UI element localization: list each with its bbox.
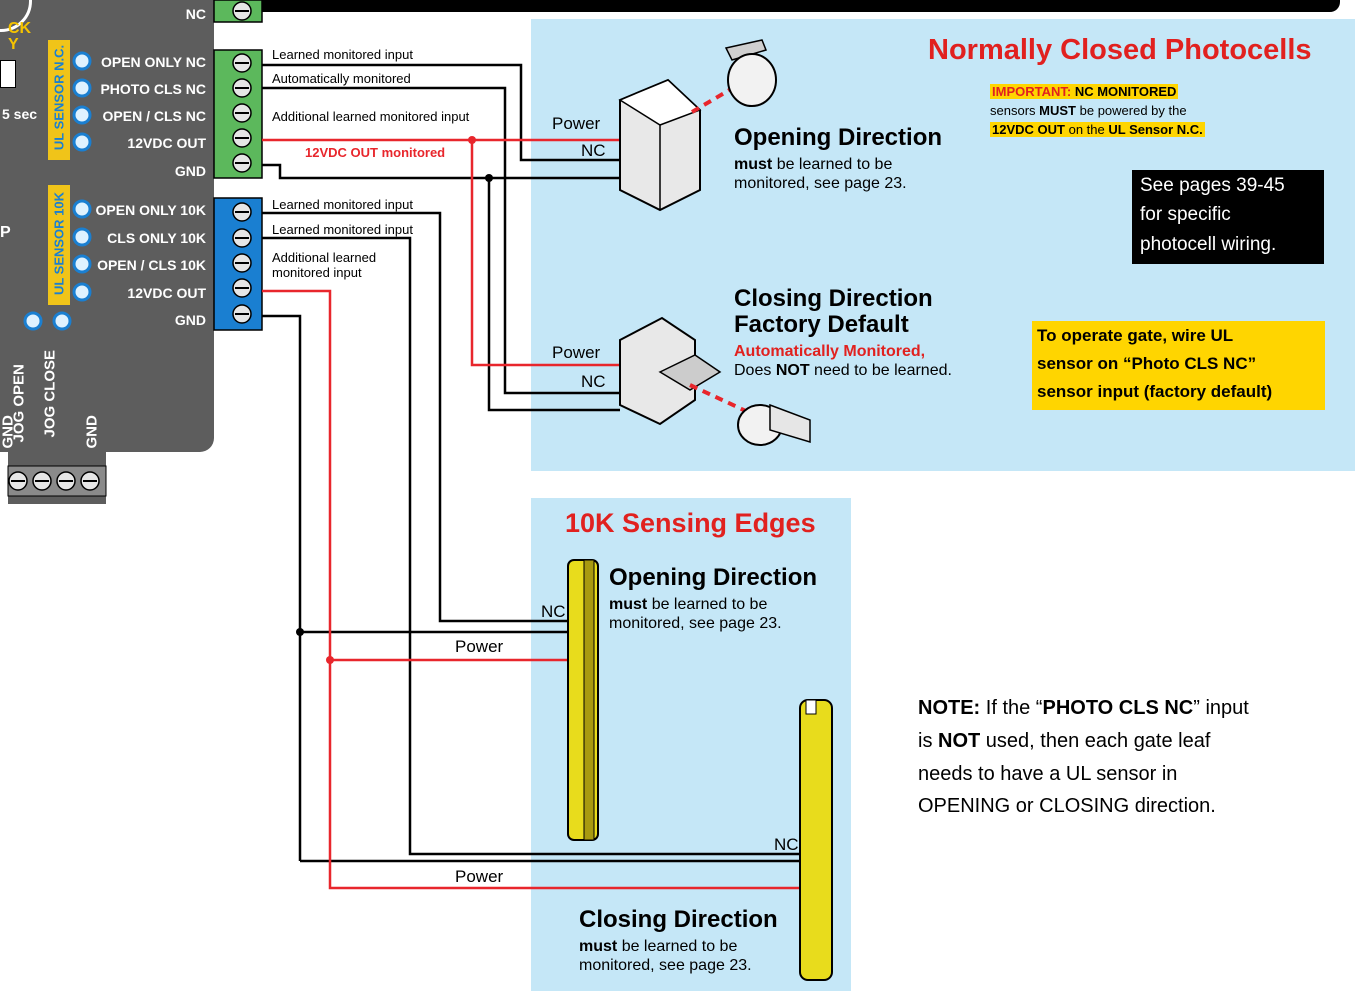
- terminal-gnd-10k: GND: [174, 312, 206, 328]
- bottom-label-jog-open: JOG OPEN: [10, 364, 28, 443]
- label-nc-additional: Additional learned monitored input: [272, 109, 470, 124]
- wire-nc-gnd: [262, 163, 620, 180]
- opening-photocell-power: Power: [552, 114, 601, 133]
- closing-reflector-icon: [737, 403, 811, 446]
- note-line-3: needs to have a UL sensor in: [918, 763, 1178, 785]
- label-10k-learned-1: Learned monitored input: [272, 197, 413, 212]
- edge-opening-line1: must be learned to be: [609, 596, 768, 613]
- label-10k-additional-2: monitored input: [272, 265, 362, 280]
- important-line-1: IMPORTANT: NC MONITORED: [990, 84, 1179, 99]
- led-icon: [72, 254, 92, 274]
- board-fragment-second: Y: [8, 36, 19, 53]
- edge-opening-line2: monitored, see page 23.: [609, 615, 782, 632]
- bottom-label-gnd-2: GND: [83, 415, 101, 449]
- wire-10k-learned-2: [262, 236, 800, 856]
- edge-opening-power: Power: [455, 637, 504, 656]
- opening-reflector-icon: [724, 39, 777, 107]
- label-10k-additional-1: Additional learned: [272, 250, 377, 265]
- terminal-open-cls-10k: OPEN / CLS 10K: [97, 257, 206, 273]
- led-icon: [72, 132, 92, 152]
- terminal-12vdc-nc: 12VDC OUT: [127, 135, 206, 151]
- wire-nc-learned: [262, 63, 620, 162]
- edge-opening-title: Opening Direction: [609, 564, 818, 591]
- closing-photocell-does: Does NOT need to be learned.: [734, 362, 952, 379]
- ul-sensor-nc-label: [48, 40, 70, 160]
- wire-gnd-branch: [487, 178, 620, 412]
- important-line-2: sensors MUST be powered by the: [990, 103, 1187, 118]
- led-icon: [72, 78, 92, 98]
- note-line-2: is NOT used, then each gate leaf: [918, 730, 1211, 752]
- see-pages-line-2: for specific: [1140, 204, 1231, 225]
- top-bar: [0, 0, 1340, 12]
- edges-title: 10K Sensing Edges: [565, 508, 816, 538]
- closing-photocell-icon: [619, 316, 749, 426]
- edge-closing-power: Power: [455, 867, 504, 886]
- label-10k-learned-2: Learned monitored input: [272, 222, 413, 237]
- opening-photocell-title: Opening Direction: [734, 124, 943, 151]
- terminal-open-only-nc: OPEN ONLY NC: [100, 54, 206, 70]
- edge-closing-line2: monitored, see page 23.: [579, 957, 752, 974]
- terminal-photo-cls-nc: PHOTO CLS NC: [100, 81, 206, 97]
- board-fragment-sec: 5 sec: [2, 106, 38, 122]
- wire-12v-10k: [262, 289, 800, 890]
- closing-photocell-nc: NC: [581, 372, 606, 391]
- label-nc-learned: Learned monitored input: [272, 47, 413, 62]
- terminal-12vdc-10k: 12VDC OUT: [127, 285, 206, 301]
- label-nc-12v: 12VDC OUT monitored: [305, 145, 446, 160]
- edge-opening-nc: NC: [541, 602, 566, 621]
- edge-closing-nc: NC: [774, 835, 799, 854]
- led-icon: [72, 282, 92, 302]
- ul-sensor-10k-text: UL SENSOR 10K: [51, 191, 67, 296]
- control-board: [0, 0, 214, 452]
- led-icon: [72, 227, 92, 247]
- board-fragment-top: CK: [8, 20, 32, 37]
- photocells-title: Normally Closed Photocells: [928, 34, 1312, 66]
- important-line-3: 12VDC OUT on the UL Sensor N.C.: [990, 122, 1205, 137]
- label-nc-auto: Automatically monitored: [272, 71, 411, 86]
- note-line-4: OPENING or CLOSING direction.: [918, 795, 1216, 817]
- closing-photocell-title-1: Closing Direction: [734, 285, 933, 312]
- opening-photocell-line2: monitored, see page 23.: [734, 175, 907, 192]
- edge-closing-line1: must be learned to be: [579, 938, 738, 955]
- closing-photocell-auto: Automatically Monitored,: [734, 343, 926, 360]
- wire-12v-branch: [470, 140, 620, 367]
- terminal-cls-only-10k: CLS ONLY 10K: [107, 230, 206, 246]
- ul-sensor-nc-text: UL SENSOR N.C.: [51, 44, 67, 151]
- see-pages-line-1: See pages 39-45: [1140, 175, 1285, 196]
- edge-closing-title: Closing Direction: [579, 906, 778, 933]
- operate-note-line-3: sensor input (factory default): [1037, 382, 1273, 401]
- led-icon: [72, 105, 92, 125]
- ul-sensor-10k-label: [48, 185, 70, 305]
- led-icon: [23, 311, 43, 331]
- led-icon: [72, 51, 92, 71]
- wire-10k-learned: [262, 211, 568, 623]
- operate-note-line-2: sensor on “Photo CLS NC”: [1037, 354, 1257, 373]
- closing-photocell-title-2: Factory Default: [734, 311, 909, 338]
- opening-sensing-edge-icon: [567, 559, 599, 841]
- board-window: [0, 60, 16, 88]
- opening-photocell-line1: must be learned to be: [734, 156, 893, 173]
- see-pages-line-3: photocell wiring.: [1140, 234, 1277, 255]
- opening-photocell-icon: [618, 70, 762, 212]
- see-pages-box: [1132, 170, 1324, 264]
- terminal-open-only-10k: OPEN ONLY 10K: [95, 202, 207, 218]
- note-line-1: NOTE: If the “PHOTO CLS NC” input: [918, 697, 1249, 719]
- led-icon: [52, 311, 72, 331]
- opening-photocell-nc: NC: [581, 141, 606, 160]
- board-fragment-p: P: [0, 224, 11, 241]
- wire-10k-gnd: [262, 314, 302, 861]
- led-icon: [72, 199, 92, 219]
- operate-note-line-1: To operate gate, wire UL: [1037, 326, 1234, 345]
- closing-photocell-power: Power: [552, 343, 601, 362]
- closing-sensing-edge-icon: [799, 699, 833, 981]
- terminal-open-cls-nc: OPEN / CLS NC: [102, 108, 206, 124]
- bottom-label-jog-close: JOG CLOSE: [41, 349, 59, 438]
- operate-note-box: [1032, 321, 1325, 410]
- terminal-gnd-nc: GND: [174, 163, 206, 179]
- terminal-nc-top: NC: [185, 6, 206, 22]
- wire-nc-auto: [262, 86, 620, 395]
